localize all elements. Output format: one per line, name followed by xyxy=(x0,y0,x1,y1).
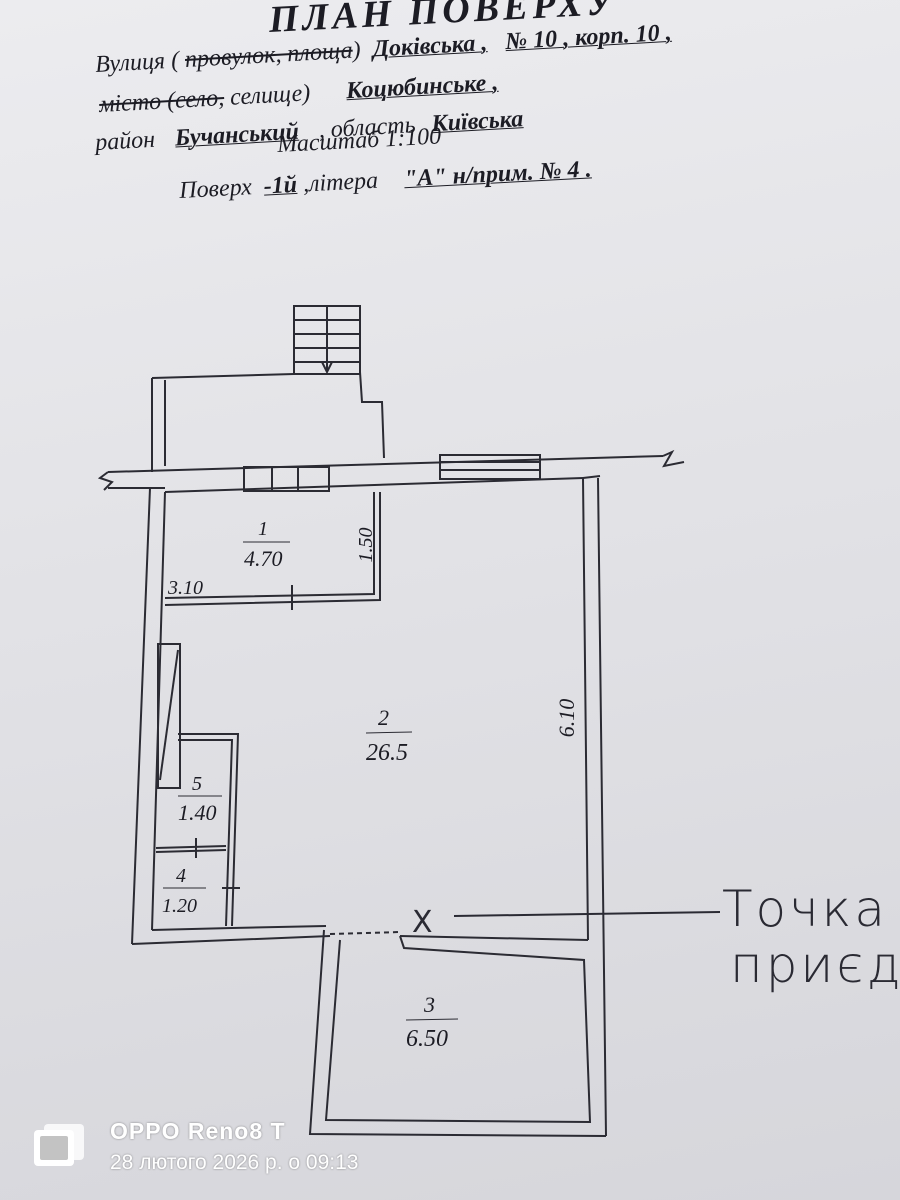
room-4-number: 4 xyxy=(176,865,186,887)
room-1-label: 1 4.70 xyxy=(243,518,290,571)
pointer-line xyxy=(453,911,721,917)
walls xyxy=(97,305,685,1137)
room-2-area: 26.5 xyxy=(366,740,408,766)
connection-point-mark: X xyxy=(412,905,433,940)
camera-watermark: OPPO Reno8 T 28 лютого 2026 р. о 09:13 xyxy=(110,1118,358,1175)
cabinet xyxy=(157,643,181,789)
watermark-device-model: OPPO Reno8 T xyxy=(110,1118,286,1144)
room-5-label: 5 1.40 xyxy=(178,773,222,825)
room-4-area: 1.20 xyxy=(162,895,197,917)
room-2-label: 2 26.5 xyxy=(365,705,413,766)
room-1-number: 1 xyxy=(258,518,268,540)
handwritten-note-line-2: приєд xyxy=(730,936,900,994)
watermark-datetime: 28 лютого 2026 р. о 09:13 xyxy=(110,1151,359,1174)
room-3-number: 3 xyxy=(423,992,435,1017)
dimension-room-2-height: 6.10 xyxy=(554,699,579,738)
dimension-room-1-width: 3.10 xyxy=(167,577,203,599)
room-4-label: 4 1.20 xyxy=(162,865,206,917)
room-3-label: 3 6.50 xyxy=(405,992,459,1052)
room-5-number: 5 xyxy=(192,773,202,795)
room-2-number: 2 xyxy=(378,705,389,730)
room-1-area: 4.70 xyxy=(244,546,283,571)
handwritten-note-line-1: Точка xyxy=(722,880,889,938)
camera-watermark-icon xyxy=(34,1124,84,1166)
room-5-area: 1.40 xyxy=(178,800,217,825)
window-top-right xyxy=(439,454,541,480)
dimension-room-1-height: 1.50 xyxy=(355,528,377,563)
room-3-area: 6.50 xyxy=(406,1026,448,1052)
window-top-left xyxy=(243,466,330,492)
